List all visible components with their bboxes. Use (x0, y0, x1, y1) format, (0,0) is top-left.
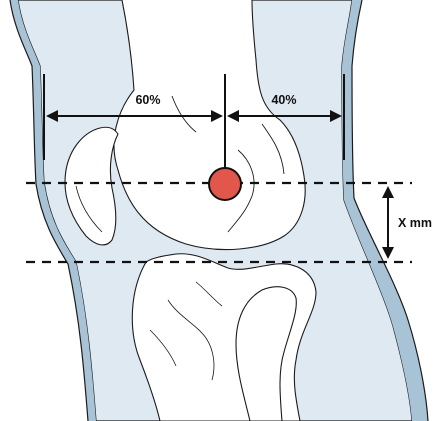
target-marker (209, 168, 241, 200)
right-percent-label: 40% (271, 93, 296, 107)
distance-label: X mm (398, 216, 432, 230)
left-percent-label: 60% (135, 93, 160, 107)
